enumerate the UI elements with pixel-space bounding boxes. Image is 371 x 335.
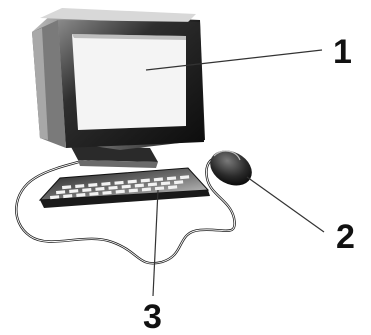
mouse-icon [204, 144, 258, 193]
monitor-icon [32, 8, 205, 168]
leader-line-keyboard [153, 190, 158, 296]
label-keyboard: 3 [143, 298, 162, 335]
keyboard-icon [40, 168, 210, 208]
monitor-screen [72, 34, 186, 130]
leader-line-mouse [247, 177, 324, 232]
label-mouse: 2 [336, 218, 355, 256]
label-monitor: 1 [333, 33, 352, 71]
